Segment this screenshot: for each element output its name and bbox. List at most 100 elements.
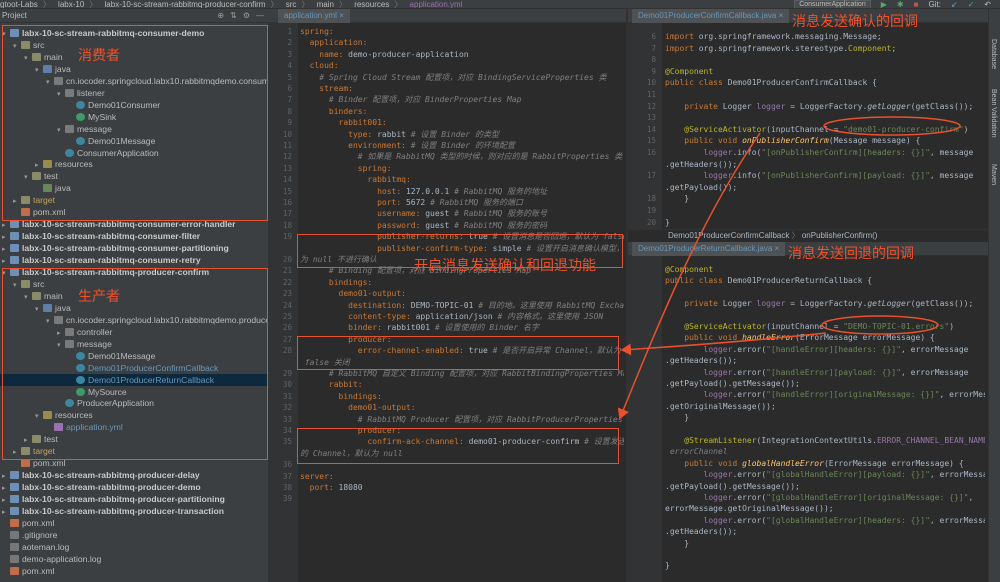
tree-item[interactable]: ▾message	[0, 123, 268, 135]
target-icon[interactable]: ⊕	[217, 11, 225, 20]
tree-item[interactable]: ▾src	[0, 278, 268, 290]
tree-item[interactable]: ▾java	[0, 63, 268, 75]
chevron-right-icon[interactable]: ▸	[2, 509, 6, 516]
tree-item[interactable]: ▸target	[0, 194, 268, 206]
tree-item[interactable]: ▾cn.iocoder.springcloud.labx10.rabbitmqd…	[0, 75, 268, 87]
crumb-resources[interactable]: resources	[354, 0, 390, 9]
tree-item[interactable]: application.yml	[0, 421, 268, 433]
tree-item[interactable]: pom.xml	[0, 457, 268, 469]
tree-item[interactable]: Demo01Message	[0, 135, 268, 147]
crumb-module[interactable]: labx-10	[58, 0, 85, 9]
tree-item[interactable]: ▸labx-10-sc-stream-rabbitmq-consumer-fil…	[0, 230, 268, 242]
gear-icon[interactable]: ⚙	[242, 11, 250, 20]
chevron-down-icon[interactable]: ▾	[35, 305, 39, 313]
tree-item[interactable]: ▸labx-10-sc-stream-rabbitmq-producer-par…	[0, 493, 268, 505]
chevron-right-icon[interactable]: ▸	[35, 162, 39, 170]
chevron-right-icon[interactable]: ▸	[2, 234, 6, 242]
git-commit-icon[interactable]: ✓	[967, 0, 975, 9]
tree-item[interactable]: ▾test	[0, 170, 268, 182]
chevron-down-icon[interactable]: ▾	[57, 126, 61, 134]
chevron-down-icon[interactable]: ▾	[2, 31, 6, 38]
tree-item[interactable]: ▸controller	[0, 326, 268, 338]
tree-item[interactable]: Demo01ProducerConfirmCallback	[0, 362, 268, 374]
tree-item[interactable]: ▸labx-10-sc-stream-rabbitmq-producer-del…	[0, 469, 268, 481]
tree-item[interactable]: java	[0, 182, 268, 194]
tree-item[interactable]: MySource	[0, 386, 268, 398]
database-tool[interactable]: Database	[990, 39, 997, 69]
tree-item[interactable]: ▾message	[0, 338, 268, 350]
chevron-right-icon[interactable]: ▸	[2, 497, 6, 505]
crumb-method[interactable]: onPublisherConfirm()	[801, 231, 878, 240]
tree-item[interactable]: MySink	[0, 111, 268, 123]
run-config-select[interactable]: ConsumerApplication	[794, 0, 871, 8]
git-update-icon[interactable]: ↙	[950, 0, 958, 9]
chevron-down-icon[interactable]: ▾	[24, 293, 28, 301]
crumb-class[interactable]: Demo01ProducerConfirmCallback	[668, 231, 790, 240]
tree-item[interactable]: ▸labx-10-sc-stream-rabbitmq-consumer-err…	[0, 218, 268, 230]
crumb-project[interactable]: labx-10-sc-stream-rabbitmq-producer-conf…	[104, 0, 266, 9]
tree-item[interactable]: pom.xml	[0, 517, 268, 529]
chevron-right-icon[interactable]: ▸	[2, 485, 6, 493]
tree-item[interactable]: ▾listener	[0, 87, 268, 99]
tree-item[interactable]: ▾src	[0, 39, 268, 51]
chevron-right-icon[interactable]: ▸	[2, 246, 6, 254]
chevron-down-icon[interactable]: ▾	[57, 90, 61, 98]
tree-item[interactable]: demo-application.log	[0, 553, 268, 565]
chevron-right-icon[interactable]: ▸	[24, 437, 28, 445]
tree-item[interactable]: pom.xml	[0, 206, 268, 218]
debug-icon[interactable]: ✱	[896, 0, 904, 9]
chevron-down-icon[interactable]: ▾	[35, 413, 39, 421]
tree-item[interactable]: Demo01Consumer	[0, 99, 268, 111]
crumb-main[interactable]: main	[316, 0, 334, 9]
tree-item[interactable]: ▾main	[0, 51, 268, 63]
tab-return-callback[interactable]: Demo01ProducerReturnCallback.java ×	[632, 242, 786, 256]
chevron-down-icon[interactable]: ▾	[46, 317, 50, 325]
pane-divider[interactable]	[626, 9, 628, 582]
project-title[interactable]: Project	[2, 11, 27, 20]
tree-item[interactable]: Demo01Message	[0, 350, 268, 362]
chevron-right-icon[interactable]: ▸	[2, 222, 6, 230]
tree-item[interactable]: pom.xml	[0, 565, 268, 577]
crumb-root[interactable]: gtoot-Labs	[0, 0, 38, 9]
chevron-down-icon[interactable]: ▾	[35, 66, 39, 74]
tree-item[interactable]: ▸labx-10-sc-stream-rabbitmq-consumer-par…	[0, 242, 268, 254]
tree-item[interactable]: ▾java	[0, 302, 268, 314]
tree-item[interactable]: aoteman.log	[0, 541, 268, 553]
project-tree[interactable]: ▾labx-10-sc-stream-rabbitmq-consumer-dem…	[0, 23, 268, 582]
yml-code[interactable]: spring: application: name: demo-producer…	[300, 26, 624, 582]
tab-application-yml[interactable]: application.yml ×	[278, 9, 350, 23]
hide-icon[interactable]: —	[256, 11, 264, 20]
tree-item[interactable]: ▸labx-10-sc-stream-rabbitmq-consumer-ret…	[0, 254, 268, 266]
tree-item[interactable]: ▾labx-10-sc-stream-rabbitmq-producer-con…	[0, 266, 268, 278]
chevron-right-icon[interactable]: ▸	[2, 258, 6, 266]
tree-item[interactable]: ▾cn.iocoder.springcloud.labx10.rabbitmqd…	[0, 314, 268, 326]
maven-tool[interactable]: Maven	[990, 164, 997, 186]
tab-confirm-callback[interactable]: Demo01ProducerConfirmCallback.java ×	[632, 9, 790, 23]
run-icon[interactable]: ▶	[880, 0, 887, 9]
chevron-right-icon[interactable]: ▸	[13, 449, 17, 457]
tree-item[interactable]: ▸resources	[0, 158, 268, 170]
chevron-right-icon[interactable]: ▸	[13, 198, 17, 206]
tree-item[interactable]: ▸labx-10-sc-stream-rabbitmq-producer-dem…	[0, 481, 268, 493]
collapse-icon[interactable]: ⇅	[230, 11, 237, 20]
undo-icon[interactable]: ↶	[984, 0, 991, 9]
tree-item[interactable]: ▸labx-10-sc-stream-rabbitmq-producer-tra…	[0, 505, 268, 517]
stop-icon[interactable]: ■	[913, 0, 919, 9]
crumb-file[interactable]: application.yml	[409, 0, 463, 9]
bean-validation-tool[interactable]: Bean Validation	[990, 89, 997, 138]
chevron-down-icon[interactable]: ▾	[24, 54, 28, 62]
tree-item[interactable]: ▸target	[0, 445, 268, 457]
chevron-right-icon[interactable]: ▸	[2, 473, 6, 481]
chevron-down-icon[interactable]: ▾	[24, 174, 28, 182]
tree-item[interactable]: ▸test	[0, 433, 268, 445]
tree-item[interactable]: ▾resources	[0, 409, 268, 421]
tree-item[interactable]: ConsumerApplication	[0, 147, 268, 159]
chevron-right-icon[interactable]: ▸	[57, 329, 61, 337]
tree-item[interactable]: ▾labx-10-sc-stream-rabbitmq-consumer-dem…	[0, 27, 268, 39]
tree-item[interactable]: .gitignore	[0, 529, 268, 541]
tree-item[interactable]: Demo01ProducerReturnCallback	[0, 373, 268, 386]
chevron-down-icon[interactable]: ▾	[2, 270, 6, 277]
tree-item[interactable]: ProducerApplication	[0, 397, 268, 409]
chevron-down-icon[interactable]: ▾	[46, 78, 50, 86]
